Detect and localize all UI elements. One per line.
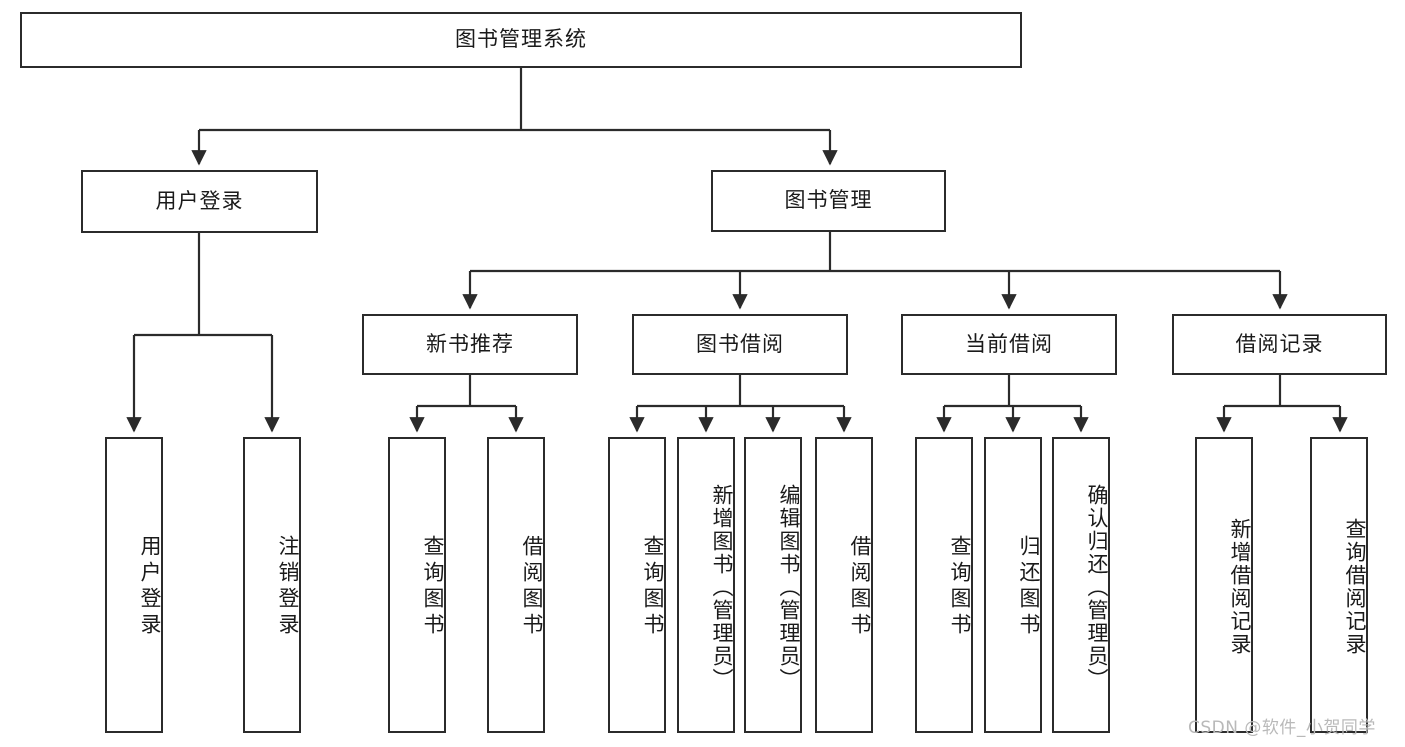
leaf-query-book-borrow[interactable]: 查询图书 (608, 437, 666, 733)
node-user-login[interactable]: 用户登录 (81, 170, 318, 233)
leaf-user-login[interactable]: 用户登录 (105, 437, 163, 733)
leaf-confirm-return-admin[interactable]: 确认归还（管理员） (1052, 437, 1110, 733)
leaf-add-borrow-record[interactable]: 新增借阅记录 (1195, 437, 1253, 733)
node-book-manage[interactable]: 图书管理 (711, 170, 946, 232)
csdn-watermark: CSDN @软件_小贺同学 (1188, 718, 1376, 738)
leaf-borrow-book-borrow[interactable]: 借阅图书 (815, 437, 873, 733)
leaf-query-borrow-record[interactable]: 查询借阅记录 (1310, 437, 1368, 733)
leaf-borrow-book-recommend[interactable]: 借阅图书 (487, 437, 545, 733)
node-current-borrow[interactable]: 当前借阅 (901, 314, 1117, 375)
leaf-edit-book-admin[interactable]: 编辑图书（管理员） (744, 437, 802, 733)
leaf-add-book-admin[interactable]: 新增图书（管理员） (677, 437, 735, 733)
node-book-borrow[interactable]: 图书借阅 (632, 314, 848, 375)
leaf-query-book-recommend[interactable]: 查询图书 (388, 437, 446, 733)
leaf-logout-login[interactable]: 注销登录 (243, 437, 301, 733)
node-new-book-recommend[interactable]: 新书推荐 (362, 314, 578, 375)
node-borrow-record[interactable]: 借阅记录 (1172, 314, 1387, 375)
node-root-system[interactable]: 图书管理系统 (20, 12, 1022, 68)
leaf-return-book[interactable]: 归还图书 (984, 437, 1042, 733)
leaf-query-book-current[interactable]: 查询图书 (915, 437, 973, 733)
